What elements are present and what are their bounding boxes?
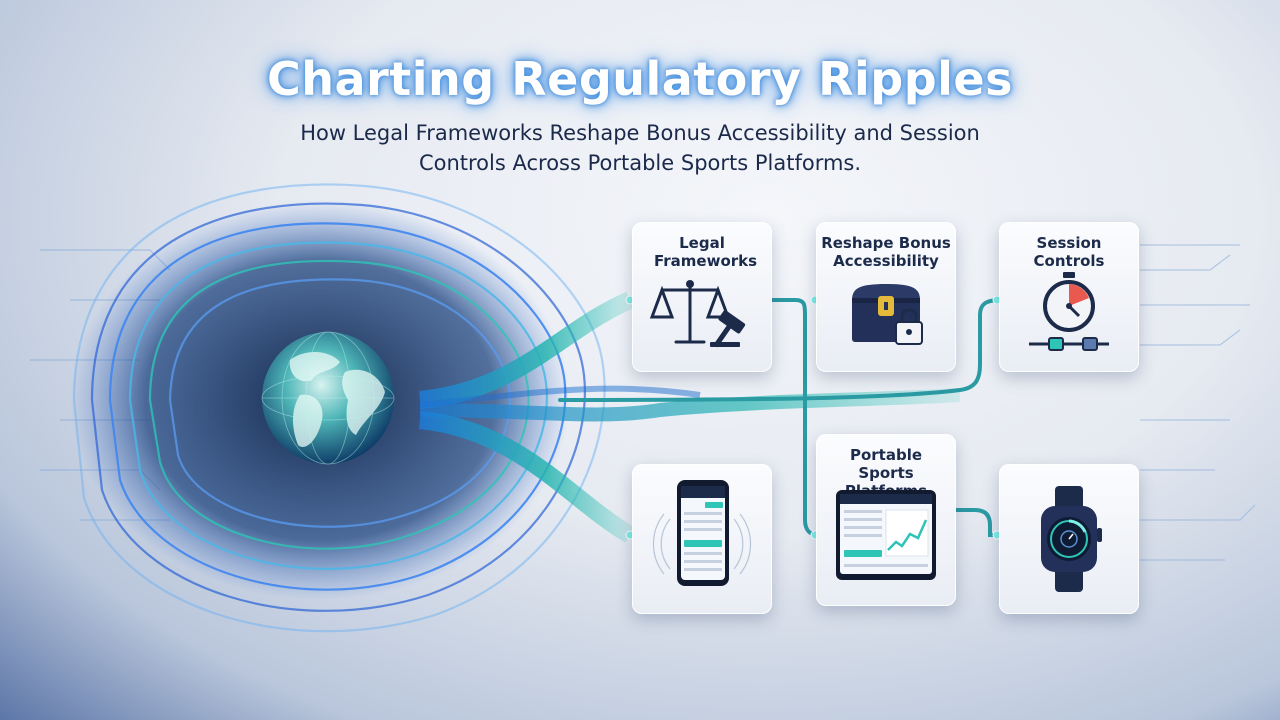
smartwatch-icon [1041,486,1102,592]
circuit-lines-right [1140,244,1256,561]
data-streams [419,291,961,543]
tablet-dashboard-icon [836,490,936,580]
locked-chest-icon [852,284,923,345]
card-legal-frameworks[interactable]: Legal Frameworks [632,222,772,372]
page-title: Charting Regulatory Ripples [267,52,1013,106]
card-bonus-accessibility[interactable]: Reshape Bonus Accessibility [816,222,956,372]
page-subtitle: How Legal Frameworks Reshape Bonus Acces… [300,121,980,175]
card-portable-sports-platforms[interactable]: Portable Sports Platforms [816,434,956,606]
smartphone-icon [652,480,752,586]
card-session-controls[interactable]: Session Controls [999,222,1139,372]
card-smartwatch[interactable] [999,464,1139,614]
card-label-bonus-accessibility: Reshape Bonus Accessibility [821,234,951,270]
card-label-session-controls: Session Controls [1033,234,1105,270]
stopwatch-icon [1029,272,1109,351]
scales-gavel-icon [649,280,746,348]
card-mobile-app[interactable] [632,464,772,614]
card-label-legal-frameworks: Legal Frameworks [654,234,758,270]
globe-icon [261,331,395,465]
